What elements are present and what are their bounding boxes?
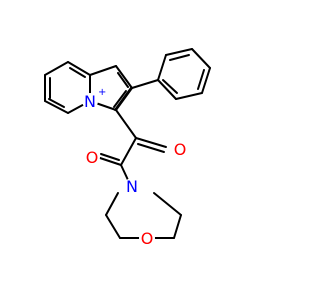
bond	[175, 92, 203, 100]
atom-labels: N + O O N O	[82, 87, 188, 248]
bond	[157, 79, 177, 100]
molecule-canvas: N + O O N O	[44, 48, 211, 248]
bond	[157, 54, 167, 81]
bond	[44, 61, 69, 76]
bond	[115, 109, 137, 139]
nitrogen-atom-ring: N	[84, 92, 96, 111]
bond	[201, 67, 211, 94]
bond	[169, 54, 190, 61]
bond	[173, 214, 182, 239]
oxygen-atom-ether: O	[141, 229, 154, 248]
bond	[113, 90, 127, 108]
bond	[197, 69, 205, 90]
bond	[67, 61, 91, 76]
bond	[135, 137, 167, 148]
bond	[44, 100, 69, 114]
bond	[105, 214, 121, 239]
bond	[120, 164, 129, 181]
bond	[114, 87, 132, 111]
bond	[153, 192, 182, 216]
nitrogen-atom-amide: N	[126, 177, 138, 196]
bond	[115, 65, 133, 89]
bond	[105, 192, 119, 216]
bond	[131, 79, 159, 89]
bond	[69, 67, 86, 78]
bond	[117, 72, 129, 88]
bond	[162, 79, 178, 94]
bond	[89, 65, 117, 76]
bond	[191, 48, 211, 69]
bond	[99, 157, 122, 166]
nitrogen-charge: +	[98, 87, 106, 98]
molecule-structure: N + O O N O	[44, 48, 211, 248]
bond	[48, 98, 65, 108]
bond	[165, 48, 193, 56]
oxygen-atom-amide: O	[86, 148, 99, 167]
bond	[120, 137, 137, 166]
bond	[137, 143, 165, 153]
oxygen-atom-ketone: O	[174, 140, 187, 159]
bonds	[44, 48, 211, 239]
bond	[100, 153, 120, 161]
